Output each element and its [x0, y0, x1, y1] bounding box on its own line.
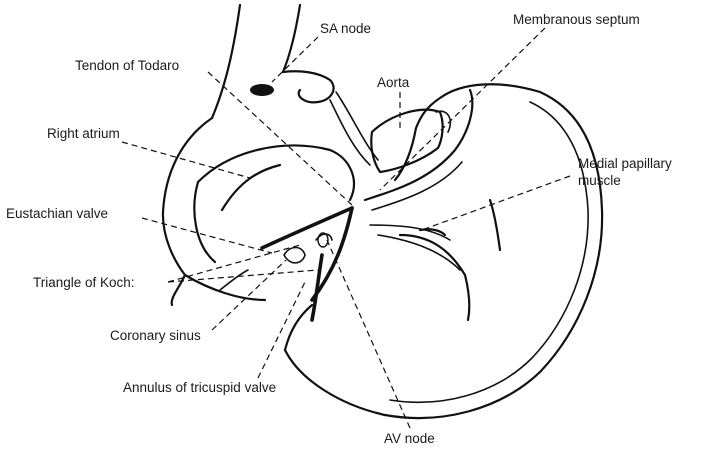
- septal-band: [330, 100, 370, 165]
- superior-vena-cava-inner: [283, 5, 300, 72]
- label-medial-papillary-2: muscle: [578, 173, 621, 188]
- annulus-arc: [194, 182, 215, 262]
- label-sa-node: SA node: [320, 21, 371, 36]
- chordae-1: [370, 225, 450, 240]
- crista-curve: [283, 71, 334, 102]
- label-eustachian-valve: Eustachian valve: [6, 206, 108, 221]
- label-medial-papillary-1: Medial papillary: [578, 156, 672, 171]
- sa-node-shape: [250, 84, 274, 96]
- leader-tendon-of-todaro: [208, 72, 352, 205]
- atrium-curve-1: [222, 165, 280, 210]
- leader-sa-node: [272, 37, 318, 82]
- label-coronary-sinus: Coronary sinus: [110, 328, 201, 343]
- papillary-muscle-1: [400, 235, 469, 320]
- leader-annulus-tricuspid: [258, 282, 305, 378]
- label-membranous-septum: Membranous septum: [513, 12, 640, 27]
- membranous-septum-band: [365, 90, 472, 200]
- label-tendon-of-todaro: Tendon of Todaro: [75, 58, 179, 73]
- label-av-node: AV node: [384, 431, 435, 446]
- label-aorta: Aorta: [377, 75, 410, 90]
- papillary-muscle-2: [490, 200, 500, 250]
- leader-triangle-of-koch-1: [168, 245, 300, 282]
- atrium-inner-chamber: [198, 145, 354, 200]
- label-triangle-of-koch: Triangle of Koch:: [33, 275, 135, 290]
- coronary-sinus-opening: [284, 248, 305, 263]
- label-right-atrium: Right atrium: [47, 126, 120, 141]
- ventricle-inner-wall: [390, 102, 588, 402]
- ventricle-inferior-edge: [285, 305, 312, 350]
- leader-coronary-sinus: [212, 260, 286, 330]
- aorta-shape: [371, 110, 442, 172]
- superior-vena-cava: [212, 5, 240, 118]
- eustachian-valve-line: [262, 208, 352, 248]
- membranous-septum-band-2: [372, 162, 462, 210]
- atrium-curve-2: [220, 270, 248, 290]
- leader-eustachian-valve: [142, 218, 272, 253]
- tricuspid-annulus-lower: [185, 275, 265, 300]
- label-annulus-tricuspid: Annulus of tricuspid valve: [123, 380, 276, 395]
